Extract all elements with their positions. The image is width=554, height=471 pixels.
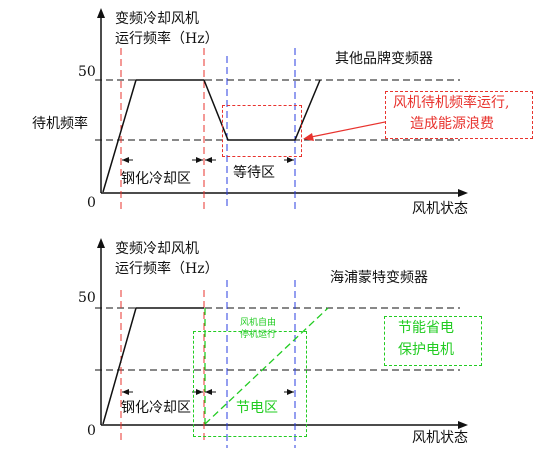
saving-highlight-box: [193, 331, 307, 437]
free-stop-note-line1: 风机自由: [240, 318, 277, 328]
top-x-axis-arrow: [458, 189, 468, 197]
bottom-x-axis-arrow: [458, 421, 468, 429]
bottom-cooling-region-label: 钢化冷却区: [121, 400, 191, 416]
top-cool-arrowhead-right: [196, 157, 203, 163]
top-wait-arrowhead-right: [287, 157, 294, 163]
bottom-free-stop-ramp: [204, 307, 329, 425]
waste-callout-box: [385, 91, 533, 139]
standby-highlight-box: [222, 105, 302, 157]
callout-arrow-line: [310, 121, 386, 138]
bottom-cool-arrowhead-right: [196, 389, 203, 395]
standby-frequency-label: 待机频率: [32, 116, 88, 132]
top-x-axis-label: 风机状态: [412, 201, 468, 217]
waste-callout-line1: 风机待机频率运行,: [393, 95, 510, 111]
bottom-save-arrowhead-right: [287, 389, 294, 395]
bottom-title: 海浦蒙特变频器: [330, 270, 428, 286]
callout-arrowhead: [303, 133, 314, 141]
top-cool-arrowhead-left: [122, 157, 129, 163]
top-value-0: 0: [87, 195, 96, 211]
top-wait-arrowhead-left: [205, 157, 212, 163]
bottom-y-axis-arrow: [97, 238, 105, 248]
top-cooling-region-label: 钢化冷却区: [121, 171, 191, 187]
benefit-box: [384, 316, 482, 366]
bottom-y-axis-label-2: 运行频率（Hz）: [115, 261, 219, 277]
top-title: 其他品牌变频器: [335, 51, 433, 67]
bottom-save-arrowhead-left: [205, 389, 212, 395]
bottom-y-axis-label-1: 变频冷却风机: [115, 241, 199, 257]
top-y-axis-label-2: 运行频率（Hz）: [115, 31, 219, 47]
bottom-cool-arrowhead-left: [122, 389, 129, 395]
top-value-50: 50: [78, 64, 96, 80]
benefit-line1: 节能省电: [398, 320, 454, 336]
benefit-line2: 保护电机: [398, 342, 454, 358]
top-frequency-curve: [102, 79, 321, 193]
bottom-value-50: 50: [78, 290, 96, 306]
energy-saving-region-label: 节电区: [236, 400, 278, 416]
top-y-axis-label-1: 变频冷却风机: [115, 11, 199, 27]
bottom-frequency-curve: [102, 307, 204, 425]
waste-callout-line2: 造成能源浪费: [410, 116, 494, 132]
free-stop-note-line2: 停机运行: [240, 330, 277, 340]
bottom-value-0: 0: [87, 423, 96, 439]
bottom-x-axis-label: 风机状态: [412, 430, 468, 446]
wait-region-label: 等待区: [233, 165, 275, 181]
top-y-axis-arrow: [97, 8, 105, 18]
